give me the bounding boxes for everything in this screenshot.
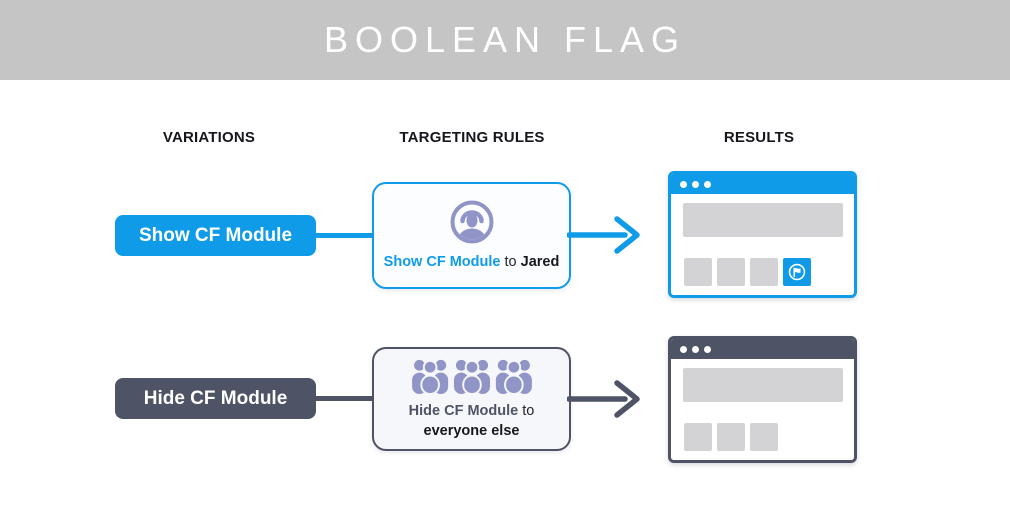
- module-placeholder: [684, 258, 712, 286]
- window-dot-icon: [704, 345, 711, 353]
- window-dot-icon: [704, 180, 711, 188]
- result-browser-show: [668, 171, 857, 298]
- window-dot-icon: [680, 180, 687, 188]
- rule-text-hide: Hide CF Module to everyone else: [409, 401, 535, 442]
- flag-circle-icon: [788, 263, 806, 281]
- targeting-rule-hide: Hide CF Module to everyone else: [372, 347, 571, 451]
- rule-audience: everyone else: [423, 423, 520, 439]
- user-circle-icon: [450, 200, 493, 244]
- page-title: BOOLEAN FLAG: [323, 19, 687, 60]
- module-placeholder: [717, 423, 745, 451]
- rule-action: Hide CF Module: [408, 402, 519, 419]
- content-placeholder-banner: [683, 368, 843, 402]
- module-placeholder: [750, 423, 778, 451]
- connector-line-show: [314, 233, 374, 238]
- browser-titlebar: [671, 339, 854, 359]
- hide-cf-module-button[interactable]: Hide CF Module: [115, 378, 316, 419]
- connector-line-hide: [314, 396, 374, 401]
- rule-audience: Jared: [520, 253, 560, 270]
- module-placeholder: [750, 258, 778, 286]
- show-cf-module-button[interactable]: Show CF Module: [115, 215, 316, 256]
- arrow-show-icon: [567, 216, 640, 254]
- column-header-targeting-rules: TARGETING RULES: [399, 129, 545, 146]
- arrow-hide-icon: [567, 380, 640, 418]
- header-bar: BOOLEAN FLAG: [0, 0, 1010, 80]
- module-row: [684, 423, 778, 451]
- browser-titlebar: [671, 174, 854, 194]
- window-dot-icon: [692, 180, 699, 188]
- crowd-icon: [411, 359, 532, 394]
- rule-connector: to: [518, 402, 535, 419]
- result-browser-hide: [668, 336, 857, 463]
- rule-action: Show CF Module: [383, 253, 501, 270]
- cf-flag-module: [783, 258, 811, 286]
- browser-body: [671, 194, 854, 295]
- rule-connector: to: [500, 253, 521, 270]
- column-header-variations: VARIATIONS: [162, 129, 256, 146]
- rule-text-show: Show CF Module to Jared: [384, 252, 560, 272]
- targeting-rule-show: Show CF Module to Jared: [372, 182, 571, 289]
- window-dot-icon: [680, 345, 687, 353]
- module-placeholder: [717, 258, 745, 286]
- content-placeholder-banner: [683, 203, 843, 237]
- column-header-results: RESULTS: [723, 129, 795, 146]
- module-row: [684, 258, 811, 286]
- browser-body: [671, 359, 854, 460]
- window-dot-icon: [692, 345, 699, 353]
- module-placeholder: [684, 423, 712, 451]
